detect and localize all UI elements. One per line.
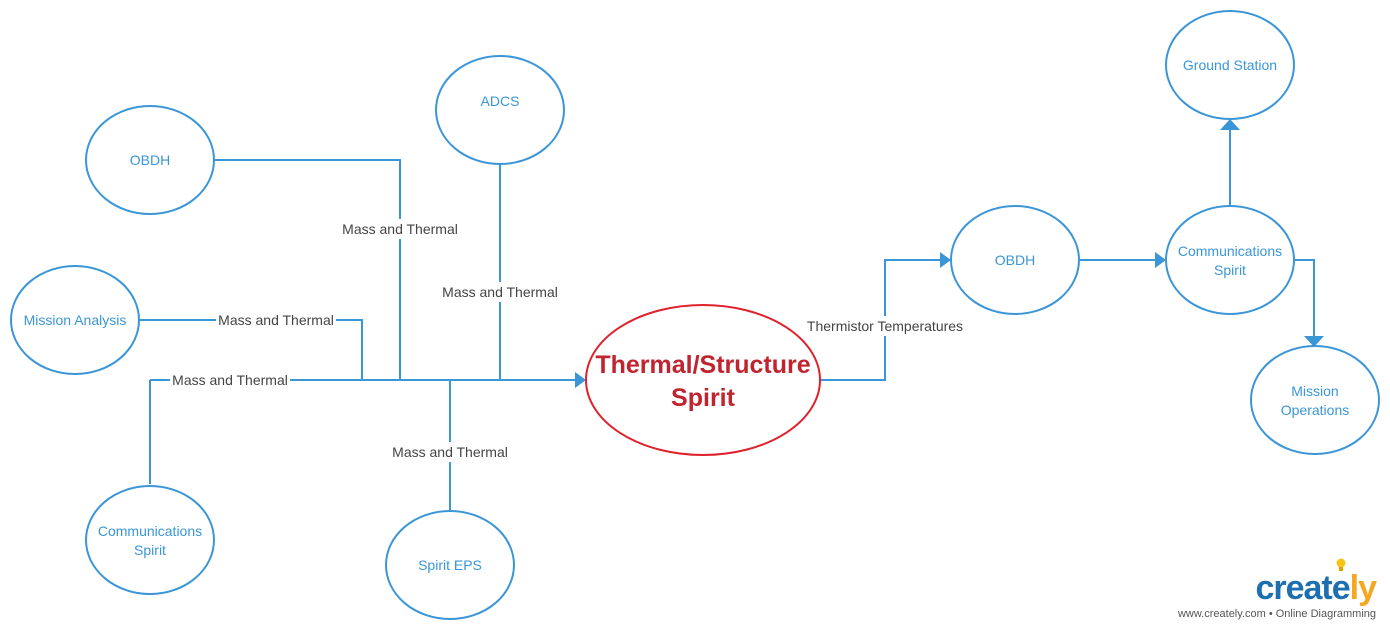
node-thermal-structure-spirit-label-line1: Thermal/Structure xyxy=(595,351,810,379)
connector-mission-analysis xyxy=(140,319,363,380)
edge-label-thermistor: Thermistor Temperatures xyxy=(807,318,963,334)
edge-label-adcs: Mass and Thermal xyxy=(442,284,558,300)
edge-labels: Mass and Thermal Mass and Thermal Mass a… xyxy=(170,219,966,462)
edge-label-obdh-left: Mass and Thermal xyxy=(342,221,458,237)
arrowhead-to-comms-right xyxy=(1155,252,1166,268)
node-spirit-eps-label: Spirit EPS xyxy=(418,557,482,573)
edge-label-comms-left: Mass and Thermal xyxy=(172,372,288,388)
lightbulb-icon xyxy=(1336,558,1346,571)
node-mission-analysis-label: Mission Analysis xyxy=(24,312,127,328)
node-ground-station[interactable]: Ground Station xyxy=(1165,10,1295,120)
node-communications-spirit-right-label-line1: Communications xyxy=(1178,243,1282,259)
node-mission-analysis[interactable]: Mission Analysis xyxy=(10,265,140,375)
node-ground-station-label: Ground Station xyxy=(1183,57,1277,73)
edge-label-spirit-eps: Mass and Thermal xyxy=(392,444,508,460)
node-adcs-label: ADCS xyxy=(481,93,520,109)
node-communications-spirit-left-label-line2: Spirit xyxy=(134,542,166,558)
node-thermal-structure-spirit[interactable]: Thermal/Structure Spirit xyxy=(585,304,821,456)
node-mission-operations-label-line2: Operations xyxy=(1281,402,1349,418)
arrowhead-to-thermal xyxy=(575,372,586,388)
node-thermal-structure-spirit-label-line2: Spirit xyxy=(671,384,736,412)
logo-text-main: create xyxy=(1255,569,1350,607)
node-mission-operations-label-line1: Mission xyxy=(1291,383,1338,399)
node-mission-operations[interactable]: Mission Operations xyxy=(1250,345,1380,455)
node-communications-spirit-right[interactable]: Communications Spirit xyxy=(1165,205,1295,315)
creately-logo: creately xyxy=(1178,558,1377,607)
creately-watermark: creately www.creately.com • Online Diagr… xyxy=(1177,558,1377,620)
node-communications-spirit-right-label-line2: Spirit xyxy=(1214,262,1246,278)
edge-label-mission-analysis: Mass and Thermal xyxy=(218,312,334,328)
node-communications-spirit-left-label-line1: Communications xyxy=(98,523,202,539)
arrowhead-to-obdh-right xyxy=(940,252,951,268)
node-adcs[interactable]: ADCS xyxy=(435,55,565,165)
arrowhead-to-ground-station xyxy=(1220,119,1240,130)
connector-obdh-left xyxy=(215,159,401,380)
node-communications-spirit-left[interactable]: Communications Spirit xyxy=(85,485,215,595)
node-spirit-eps[interactable]: Spirit EPS xyxy=(385,510,515,620)
creately-tagline: www.creately.com • Online Diagramming xyxy=(1177,608,1376,620)
node-obdh-left-label: OBDH xyxy=(130,152,170,168)
node-obdh-right[interactable]: OBDH xyxy=(950,205,1080,315)
node-obdh-right-label: OBDH xyxy=(995,252,1035,268)
logo-text-accent: ly xyxy=(1349,569,1377,607)
node-obdh-left[interactable]: OBDH xyxy=(85,105,215,215)
arrowhead-to-mission-operations xyxy=(1304,336,1324,347)
connector-comms-to-ops xyxy=(1295,259,1315,337)
